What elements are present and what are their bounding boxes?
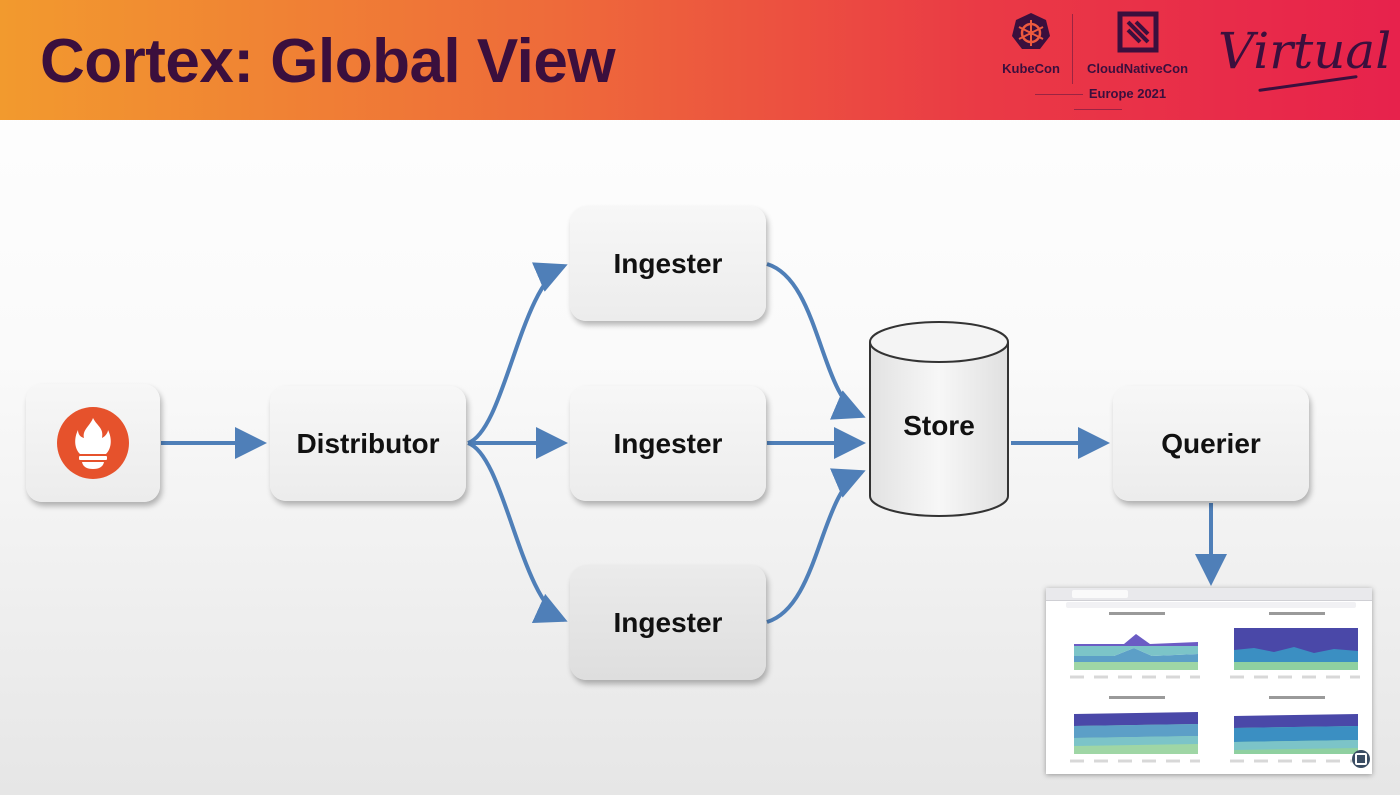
slide-header: Cortex: Global View KubeCon CloudNativeC…: [0, 0, 1400, 120]
dashboard-panel-2: [1224, 612, 1370, 686]
virtual-label: Virtual: [1218, 22, 1392, 80]
cncf-icon: [1117, 11, 1158, 53]
kubecon-logo: KubeCon: [996, 10, 1066, 76]
dashboard-panel-4: [1224, 696, 1370, 770]
ingester-node-bottom: Ingester: [570, 565, 766, 680]
browser-address-bar: [1066, 602, 1356, 608]
kubernetes-helm-icon: [1012, 13, 1050, 49]
store-cylinder: [869, 321, 1009, 517]
prometheus-flame-icon: [57, 407, 129, 479]
arrow-ingester-top-to-store: [766, 262, 866, 420]
event-label: Europe 2021: [1000, 86, 1195, 116]
arrow-distributor-to-ingester-top: [467, 262, 568, 445]
kubecon-label: KubeCon: [1002, 61, 1060, 76]
store-label: Store: [903, 410, 975, 441]
logo-separator: [1072, 14, 1073, 84]
querier-node: Querier: [1113, 386, 1309, 501]
ingester-node-top: Ingester: [570, 206, 766, 321]
browser-titlebar: [1046, 588, 1372, 601]
arrow-ingester-bottom-to-store: [766, 468, 866, 624]
ingester-node-middle: Ingester: [570, 386, 766, 501]
cloudnativecon-label: CloudNativeCon: [1086, 61, 1189, 76]
prometheus-node: [26, 384, 160, 502]
arrow-distributor-to-ingester-bottom: [467, 441, 568, 623]
cloudnativecon-logo: CloudNativeCon: [1080, 10, 1195, 76]
dashboard-panel-3: [1064, 696, 1210, 770]
browser-tab: [1072, 590, 1128, 598]
dashboard-chat-button: [1352, 750, 1370, 768]
slide-title: Cortex: Global View: [40, 27, 616, 96]
distributor-node: Distributor: [270, 386, 466, 501]
dashboard-screenshot: [1046, 588, 1372, 774]
dashboard-panel-1: [1064, 612, 1210, 686]
